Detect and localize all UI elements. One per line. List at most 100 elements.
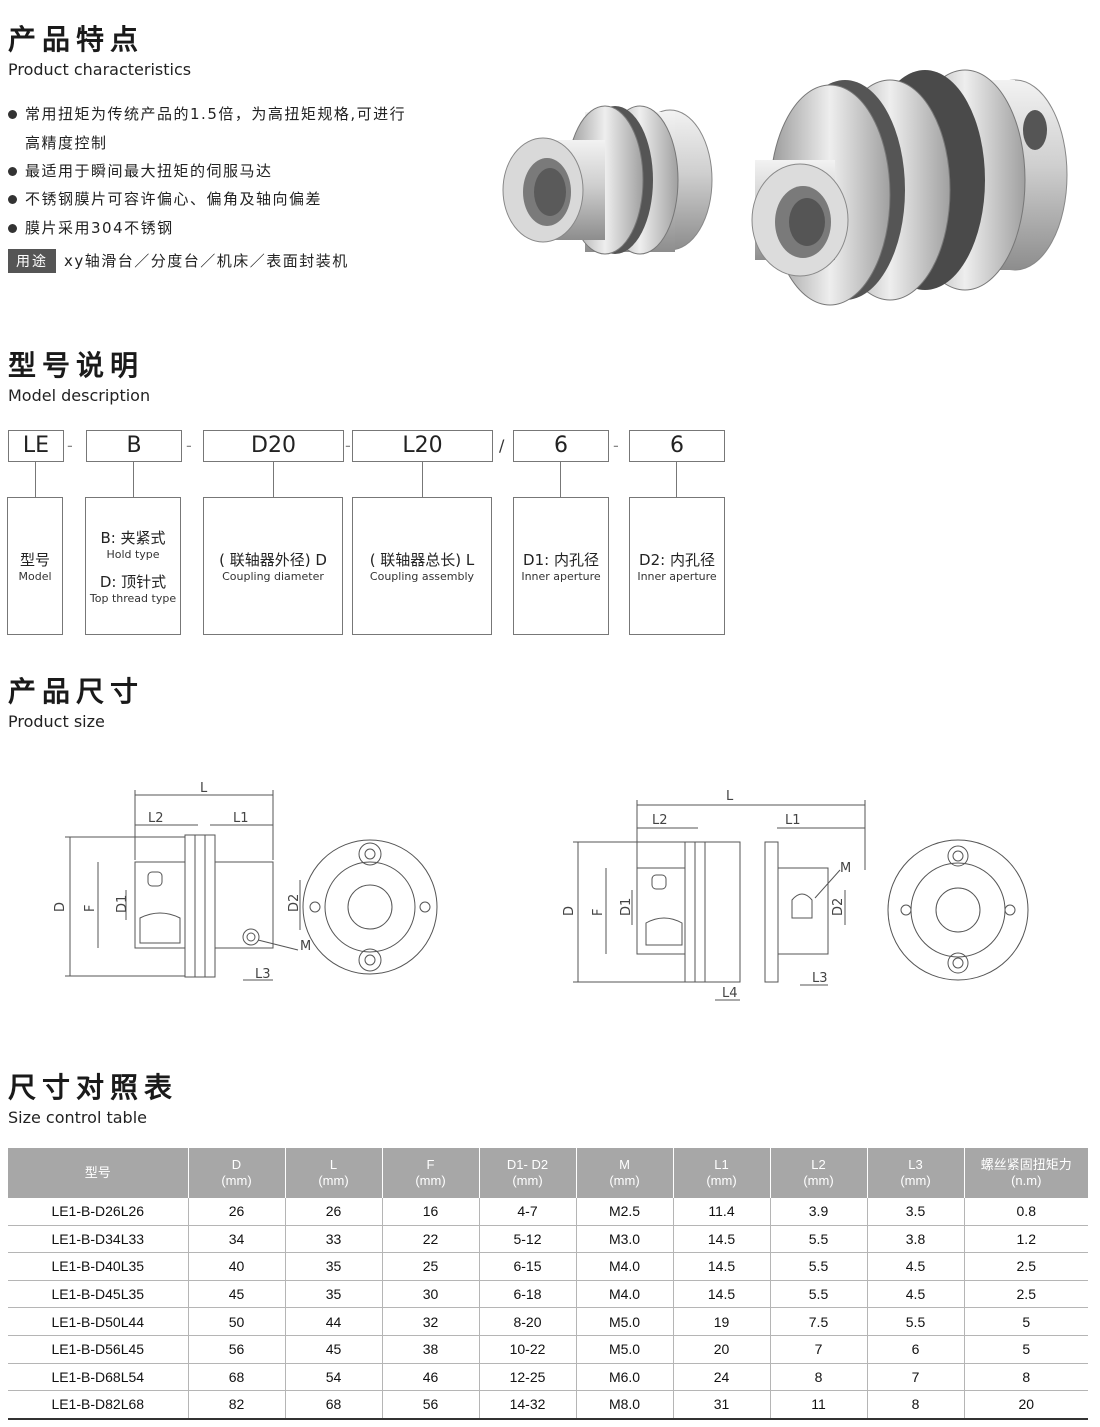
dim-label-F: F: [591, 909, 606, 916]
value-cell: 8: [964, 1363, 1088, 1392]
model-desc-box: ( 联轴器外径) D Coupling diameter: [203, 497, 343, 635]
model-cell: LE1-B-D45L35: [8, 1280, 189, 1309]
table-title-cn: 尺寸对照表: [8, 1071, 179, 1104]
model-separator: -: [345, 436, 351, 455]
value-cell: 7: [770, 1335, 868, 1364]
value-cell: M4.0: [576, 1252, 674, 1281]
dim-label-L2: L2: [652, 813, 668, 828]
value-cell: 5: [964, 1335, 1088, 1364]
bullet-icon: [8, 224, 17, 233]
value-cell: 11: [770, 1390, 868, 1420]
dim-label-L3: L3: [255, 967, 271, 982]
table-header-cell: 螺丝紧固扭矩力(n.m): [964, 1148, 1088, 1198]
value-cell: 26: [188, 1198, 286, 1226]
dim-label-D2: D2: [831, 898, 846, 916]
value-cell: 4.5: [867, 1280, 965, 1309]
value-cell: 7.5: [770, 1307, 868, 1336]
model-separator: -: [613, 436, 619, 455]
feature-item: 不锈钢膜片可容许偏心、偏角及轴向偏差: [8, 188, 322, 209]
value-cell: 0.8: [964, 1198, 1088, 1226]
model-cell: LE1-B-D26L26: [8, 1198, 189, 1226]
dim-label-D: D: [562, 906, 577, 916]
features-title-en: Product characteristics: [8, 60, 192, 79]
value-cell: 31: [673, 1390, 771, 1420]
value-cell: 16: [382, 1198, 480, 1226]
value-cell: 20: [673, 1335, 771, 1364]
connector-line: [676, 462, 677, 497]
value-cell: 35: [285, 1252, 383, 1281]
model-cell: LE1-B-D82L68: [8, 1390, 189, 1420]
connector-line: [133, 462, 134, 497]
dim-label-M: M: [300, 939, 311, 954]
connector-line: [35, 462, 36, 497]
usage-tag: 用途: [8, 249, 56, 273]
value-cell: 33: [285, 1225, 383, 1254]
dim-label-L1: L1: [785, 813, 801, 828]
value-cell: 6: [867, 1335, 965, 1364]
technical-drawing: L L2 L1 D F D1 D2 M L3 L: [53, 781, 1029, 1001]
table-header-cell: D(mm): [188, 1148, 286, 1198]
value-cell: 20: [964, 1390, 1088, 1420]
value-cell: 54: [285, 1363, 383, 1392]
dim-label-F: F: [83, 905, 98, 912]
value-cell: 22: [382, 1225, 480, 1254]
value-cell: 1.2: [964, 1225, 1088, 1254]
value-cell: 56: [382, 1390, 480, 1420]
model-code-part: D20: [203, 430, 344, 462]
bullet-icon: [8, 110, 17, 119]
model-code-part: 6: [513, 430, 609, 462]
value-cell: 24: [673, 1363, 771, 1392]
value-cell: 35: [285, 1280, 383, 1309]
model-title-en: Model description: [8, 386, 151, 405]
value-cell: 5.5: [770, 1252, 868, 1281]
table-header-cell: L1(mm): [673, 1148, 771, 1198]
model-title-cn: 型号说明: [8, 349, 145, 382]
model-code-part: L20: [352, 430, 493, 462]
features-title-cn: 产品特点: [8, 23, 145, 56]
value-cell: 56: [188, 1335, 286, 1364]
connector-line: [422, 462, 423, 497]
table-title-en: Size control table: [8, 1108, 147, 1127]
value-cell: 32: [382, 1307, 480, 1336]
model-cell: LE1-B-D40L35: [8, 1252, 189, 1281]
value-cell: M2.5: [576, 1198, 674, 1226]
value-cell: M4.0: [576, 1280, 674, 1309]
value-cell: 26: [285, 1198, 383, 1226]
dim-label-L4: L4: [722, 986, 738, 1001]
dim-label-L1: L1: [233, 811, 249, 826]
value-cell: 14.5: [673, 1225, 771, 1254]
model-desc-box: ( 联轴器总长) L Coupling assembly: [352, 497, 492, 635]
value-cell: M5.0: [576, 1307, 674, 1336]
value-cell: 30: [382, 1280, 480, 1309]
dim-label-D: D: [53, 902, 68, 912]
table-header-cell: M(mm): [576, 1148, 674, 1198]
dim-label-L3: L3: [812, 971, 828, 986]
large-coupling-image: [751, 69, 1068, 306]
value-cell: 14.5: [673, 1280, 771, 1309]
table-header-cell: D1- D2(mm): [479, 1148, 577, 1198]
model-desc-box: D2: 内孔径 Inner aperture: [629, 497, 725, 635]
feature-item: 最适用于瞬间最大扭矩的伺服马达: [8, 160, 273, 181]
model-separator: -: [186, 436, 192, 455]
value-cell: 3.5: [867, 1198, 965, 1226]
connector-line: [273, 462, 274, 497]
model-separator: -: [67, 436, 73, 455]
size-title-cn: 产品尺寸: [8, 675, 145, 708]
value-cell: 46: [382, 1363, 480, 1392]
value-cell: 8: [867, 1390, 965, 1420]
value-cell: 10-22: [479, 1335, 577, 1364]
dim-label-D1: D1: [115, 895, 130, 913]
value-cell: 5.5: [867, 1307, 965, 1336]
model-code-part: B: [86, 430, 182, 462]
feature-item: 常用扭矩为传统产品的1.5倍，为高扭矩规格,可进行: [8, 103, 406, 124]
value-cell: 2.5: [964, 1280, 1088, 1309]
value-cell: 8: [770, 1363, 868, 1392]
feature-item: 膜片采用304不锈钢: [8, 217, 174, 238]
